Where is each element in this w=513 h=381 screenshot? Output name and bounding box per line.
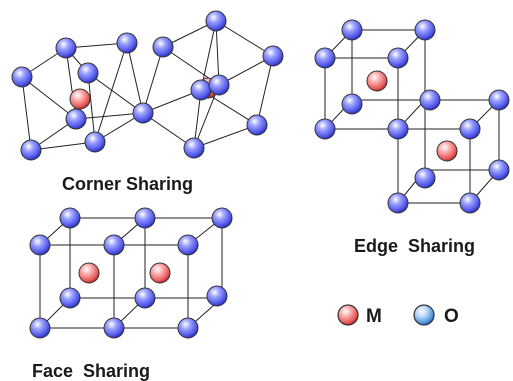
oxygen-atom — [183, 137, 205, 159]
oxygen-atom — [341, 19, 363, 41]
oxygen-atom — [152, 36, 174, 58]
oxygen-atom — [314, 118, 336, 140]
oxygen-atom — [177, 234, 199, 256]
oxygen-atom — [246, 114, 268, 136]
oxygen-atom — [211, 207, 233, 229]
oxygen-atom — [341, 93, 363, 115]
oxygen-atom — [414, 19, 436, 41]
oxygen-atom — [414, 167, 436, 189]
metal-atom — [436, 140, 458, 162]
oxygen-atom — [65, 108, 87, 130]
legend-metal-label: M — [366, 306, 382, 327]
legend-oxygen-swatch — [413, 304, 435, 326]
corner-sharing-label: Corner Sharing — [62, 174, 193, 194]
metal-atom — [149, 262, 171, 284]
oxygen-atom — [190, 79, 212, 101]
oxygen-atom — [59, 207, 81, 229]
oxygen-atom — [59, 287, 81, 309]
oxygen-atom — [55, 37, 77, 59]
oxygen-atom — [84, 131, 106, 153]
oxygen-atom-shared-face — [134, 207, 156, 229]
oxygen-atom — [205, 10, 227, 32]
corner-sharing-structure — [11, 10, 284, 161]
oxygen-atom-shared-face — [134, 287, 156, 309]
oxygen-atom — [206, 285, 228, 307]
oxygen-atom — [29, 317, 51, 339]
oxygen-atom — [208, 74, 230, 96]
oxygen-atom — [459, 192, 481, 214]
oxygen-atom-shared-face — [103, 234, 125, 256]
oxygen-atom — [459, 118, 481, 140]
legend-oxygen-label: O — [444, 306, 459, 327]
metal-atom — [366, 70, 388, 92]
oxygen-atom — [29, 234, 51, 256]
face-sharing-label: Face Sharing — [32, 361, 150, 381]
oxygen-atom — [77, 62, 99, 84]
edge-sharing-label: Edge Sharing — [354, 236, 475, 256]
legend-metal-swatch — [337, 304, 359, 326]
oxygen-atom — [262, 45, 284, 67]
oxygen-atom-shared-edge — [419, 89, 441, 111]
oxygen-atom — [387, 192, 409, 214]
face-sharing-structure — [29, 207, 233, 339]
oxygen-atom — [116, 32, 138, 54]
metal-atom — [69, 88, 91, 110]
oxygen-atom — [314, 47, 336, 69]
oxygen-atom-shared-corner — [132, 102, 154, 124]
legend: M O — [337, 304, 459, 327]
metal-atom — [78, 262, 100, 284]
oxygen-atom — [488, 89, 510, 111]
oxygen-atom — [20, 139, 42, 161]
oxygen-atom — [488, 159, 510, 181]
edge-sharing-edges — [324, 29, 500, 204]
oxygen-atom — [387, 47, 409, 69]
edge-sharing-structure — [314, 19, 510, 214]
oxygen-atom — [177, 317, 199, 339]
oxygen-atom-shared-face — [103, 317, 125, 339]
oxygen-atom-shared-edge — [387, 118, 409, 140]
oxygen-atom — [11, 66, 33, 88]
face-sharing-edges — [39, 217, 223, 329]
